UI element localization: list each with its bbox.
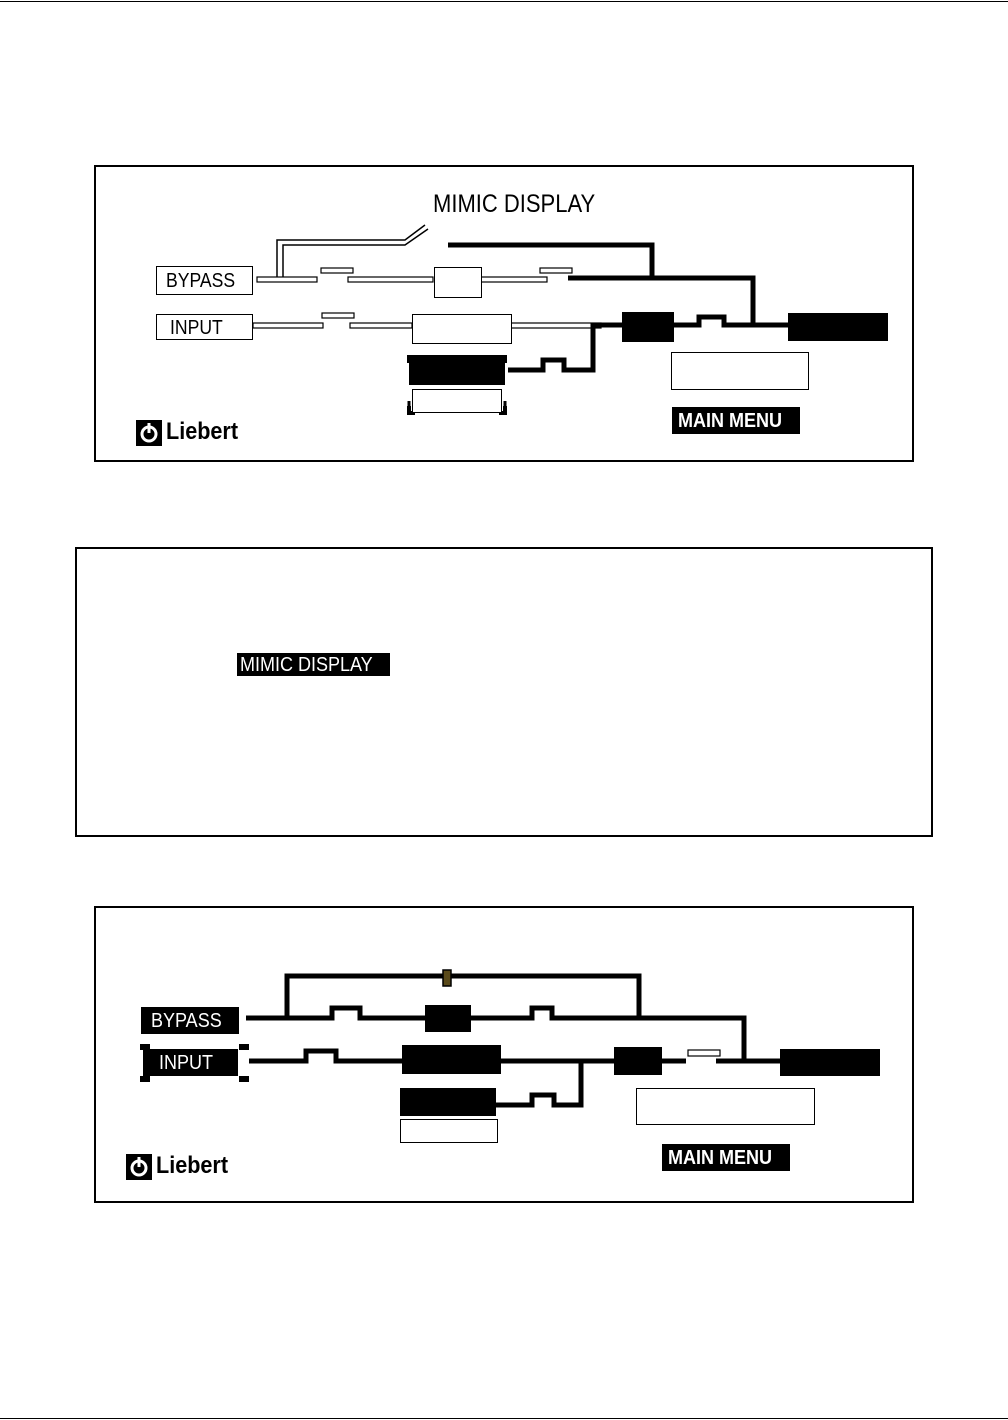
input-label-box-2[interactable]: INPUT [143,1049,238,1076]
inverter-block[interactable] [622,312,674,342]
mimic-panel-2-wiring [140,969,780,1108]
mimic-display-menu-label: MIMIC DISPLAY [240,654,373,676]
liebert-logo-2: Liebert [126,1154,286,1180]
static-switch-block-2[interactable] [425,1005,471,1032]
output-block-2[interactable] [780,1049,880,1076]
mimic-panel-2: BYPASS INPUT MAIN MENU Liebert [94,906,914,1203]
mimic-panel-1-wiring [252,224,788,415]
liebert-logo-text-2: Liebert [156,1152,229,1179]
rectifier-box[interactable] [412,314,512,344]
bypass-label-2: BYPASS [151,1010,222,1032]
status-message-box [671,352,809,390]
input-label-box[interactable]: INPUT [156,314,253,340]
mimic-panel-1: BYPASS INPUT MIMIC DISPLAY MAIN MENU Lie… [94,165,914,462]
liebert-logo-icon [136,420,162,446]
bypass-label: BYPASS [166,270,236,292]
rectifier-block-2[interactable] [402,1045,501,1074]
bypass-label-box[interactable]: BYPASS [156,266,253,295]
battery-block[interactable] [409,357,505,385]
output-block[interactable] [788,313,888,341]
battery-block-2[interactable] [400,1088,496,1116]
static-switch-box[interactable] [434,267,482,298]
liebert-logo-icon [126,1154,152,1180]
bottom-rule [0,1418,1008,1419]
bypass-indicator [442,969,452,987]
menu-panel: MIMIC DISPLAY [75,547,933,837]
bypass-label-box-2[interactable]: BYPASS [141,1007,239,1034]
mimic-display-menu-item[interactable]: MIMIC DISPLAY [237,653,391,676]
inverter-block-2[interactable] [614,1047,662,1075]
main-menu-label: MAIN MENU [678,410,782,432]
main-menu-label-2: MAIN MENU [668,1147,772,1169]
status-message-box-2 [636,1088,815,1125]
top-rule [0,1,1008,2]
liebert-logo: Liebert [136,420,296,446]
input-label: INPUT [170,317,223,339]
battery-status-box-2 [400,1119,498,1143]
main-menu-button-2[interactable]: MAIN MENU [662,1144,790,1171]
battery-status-box [412,389,502,413]
input-label-2: INPUT [159,1052,213,1074]
mimic-display-title: MIMIC DISPLAY [433,190,596,218]
liebert-logo-text: Liebert [166,418,239,445]
main-menu-button[interactable]: MAIN MENU [672,407,800,434]
